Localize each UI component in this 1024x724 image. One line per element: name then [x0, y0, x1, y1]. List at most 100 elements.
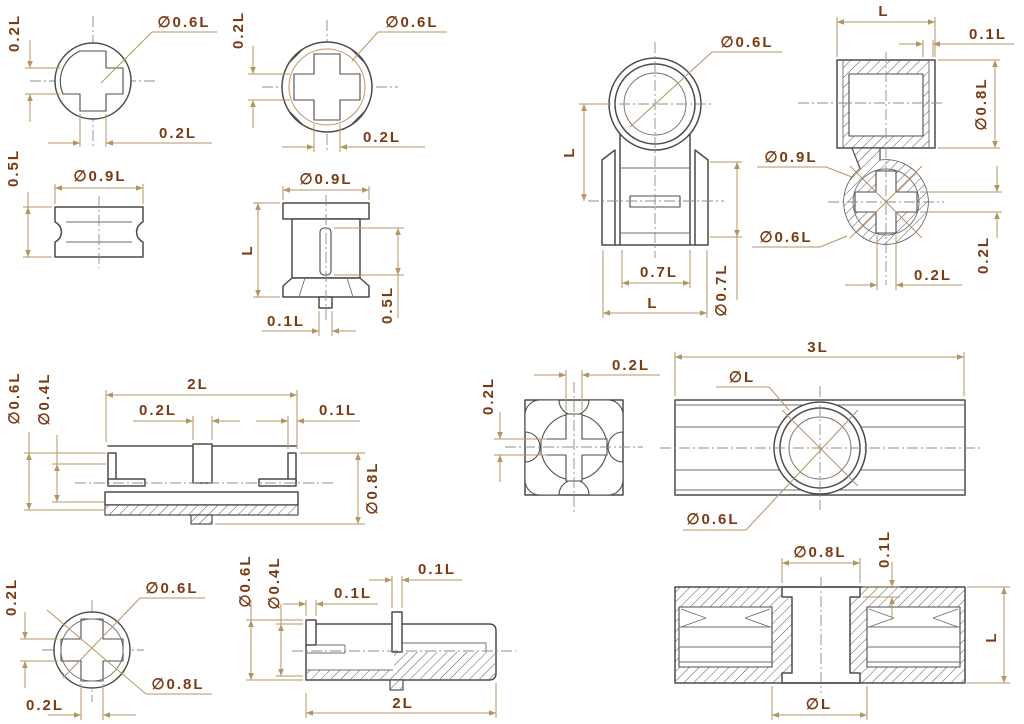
view-bracket-front: ∅0.6L L 0.7L L ∅0.7L — [561, 34, 782, 318]
dim-label-bore-dia: ∅0.6L — [385, 14, 438, 31]
dim-label-bore-dia: ∅0.6L — [720, 34, 773, 51]
centerline — [798, 52, 944, 285]
cross-slot-outline — [60, 618, 124, 682]
centerline — [588, 42, 724, 258]
dim-label-outer-dia: ∅0.9L — [299, 171, 352, 188]
dim-label-bore-dia: ∅0.6L — [145, 580, 198, 597]
dim-label-slot-height: 0.5L — [379, 286, 396, 324]
bottom-tab — [389, 679, 404, 691]
extension-line — [674, 352, 965, 396]
dim-label-slot-width: 0.2L — [159, 125, 197, 142]
extension-line — [287, 416, 298, 449]
leader-line — [716, 386, 790, 411]
view-dowel-b-front: ∅0.9L L 0.5L 0.1L — [239, 171, 404, 336]
dim-label-flange-dia: ∅0.8L — [364, 461, 381, 514]
groove-detail-left — [679, 608, 772, 663]
dim-label-slot-offset: 0.2L — [3, 578, 20, 616]
dim-label-outer-dia: ∅0.8L — [973, 77, 990, 130]
dim-label-bore-dia: ∅0.6L — [157, 14, 210, 31]
leader-line — [629, 51, 782, 128]
dim-label-height: L — [239, 244, 256, 255]
leader-line — [351, 31, 447, 62]
rib-outline — [391, 611, 403, 653]
dim-label-slot-width-side: 0.2L — [480, 377, 497, 415]
view-hub-section: ∅0.8L 0.1L L ∅L — [674, 530, 1010, 720]
dim-label-wall: 0.1L — [969, 26, 1007, 43]
hex-facet-line — [298, 277, 354, 298]
view-sleeve-section: L 0.1L ∅0.8L ∅0.9L ∅0.6L 0.2L 0.2L — [752, 3, 1014, 290]
extension-line — [876, 235, 897, 290]
dim-label-inner-width: 0.7L — [640, 264, 678, 281]
edge-line — [306, 642, 487, 671]
extension-line — [391, 576, 403, 608]
dim-label-boss-dia: ∅0.9L — [764, 149, 817, 166]
dim-label-slot-offset: 0.2L — [6, 14, 23, 52]
dim-label-rib-width: 0.1L — [418, 561, 456, 578]
view-dowel-a-front: ∅0.9L 0.5L — [5, 149, 144, 268]
dim-label-base-width: L — [647, 295, 658, 312]
dim-label-height: 0.5L — [5, 149, 22, 187]
dim-label-height: L — [983, 631, 1000, 642]
dim-label-length: 2L — [392, 695, 414, 712]
part-outline — [674, 586, 966, 684]
extension-line — [246, 600, 303, 681]
center-boss — [192, 443, 213, 484]
view-shaft-half-section: ∅0.6L ∅0.4L 0.1L 0.1L 2L — [237, 554, 516, 718]
centerline — [505, 382, 643, 513]
lower-body — [104, 491, 299, 506]
extension-line — [836, 17, 936, 57]
leader-line — [46, 609, 212, 695]
dim-label-inner-dia: ∅0.4L — [266, 556, 283, 609]
view-tube-side: 3L ∅L ∅0.6L — [660, 339, 980, 531]
extension-line — [192, 416, 213, 440]
dim-label-length: 3L — [807, 339, 829, 356]
cross-recess-outline — [59, 50, 124, 112]
leader-line — [683, 409, 859, 531]
wall-line — [842, 60, 930, 148]
extension-line — [253, 202, 280, 298]
leader-line — [62, 597, 205, 679]
dim-label-width: L — [878, 3, 889, 20]
left-foot — [107, 478, 146, 487]
view-dowel-a-top: 0.2L ∅0.6L 0.2L — [6, 14, 217, 147]
dim-label-slot-offset: 0.2L — [230, 11, 247, 49]
part-outline — [54, 206, 144, 258]
hex-base-outline — [282, 277, 370, 298]
dim-label-flange-thk: 0.1L — [876, 530, 893, 568]
extension-line — [922, 40, 934, 57]
bore-circle — [60, 618, 124, 682]
right-foot — [258, 478, 297, 487]
body-outline — [614, 133, 696, 246]
dim-label-boss-dia: ∅0.8L — [793, 544, 846, 561]
dim-label-flange-width: 0.1L — [319, 402, 357, 419]
dim-label-length: 2L — [187, 376, 209, 393]
extension-line — [920, 191, 1002, 213]
body-outline — [305, 623, 497, 681]
leader-line — [100, 31, 217, 84]
dim-label-bore-dia: ∅0.6L — [759, 229, 812, 246]
dim-label-outer-dia: ∅0.6L — [6, 371, 23, 424]
dim-label-boss-width: 0.2L — [139, 402, 177, 419]
bottom-boss — [190, 514, 213, 525]
extension-line — [494, 438, 547, 456]
end-cap — [305, 619, 317, 646]
extension-line — [24, 432, 106, 511]
right-flange-outline — [694, 149, 709, 246]
dim-label-outer-dia: ∅0.6L — [237, 554, 254, 607]
left-flange-outline — [601, 149, 616, 246]
hatch-fill — [307, 652, 495, 679]
dim-label-slot-width-top: 0.2L — [612, 357, 650, 374]
dim-label-bore-dia: ∅0.6L — [686, 511, 739, 528]
left-groove — [678, 606, 773, 668]
dim-label-outer-dia: ∅0.8L — [151, 676, 204, 693]
groove-detail-right — [867, 608, 960, 663]
leader-line — [757, 166, 853, 178]
dim-label-stem-width: 0.1L — [267, 313, 305, 330]
hatch-fill — [843, 60, 929, 148]
slot-outline — [319, 227, 332, 276]
stem-outline — [318, 296, 333, 309]
view-dowel-b-top: 0.2L ∅0.6L 0.2L — [230, 11, 447, 152]
view-block-end: 0.2L 0.2L — [480, 357, 660, 513]
